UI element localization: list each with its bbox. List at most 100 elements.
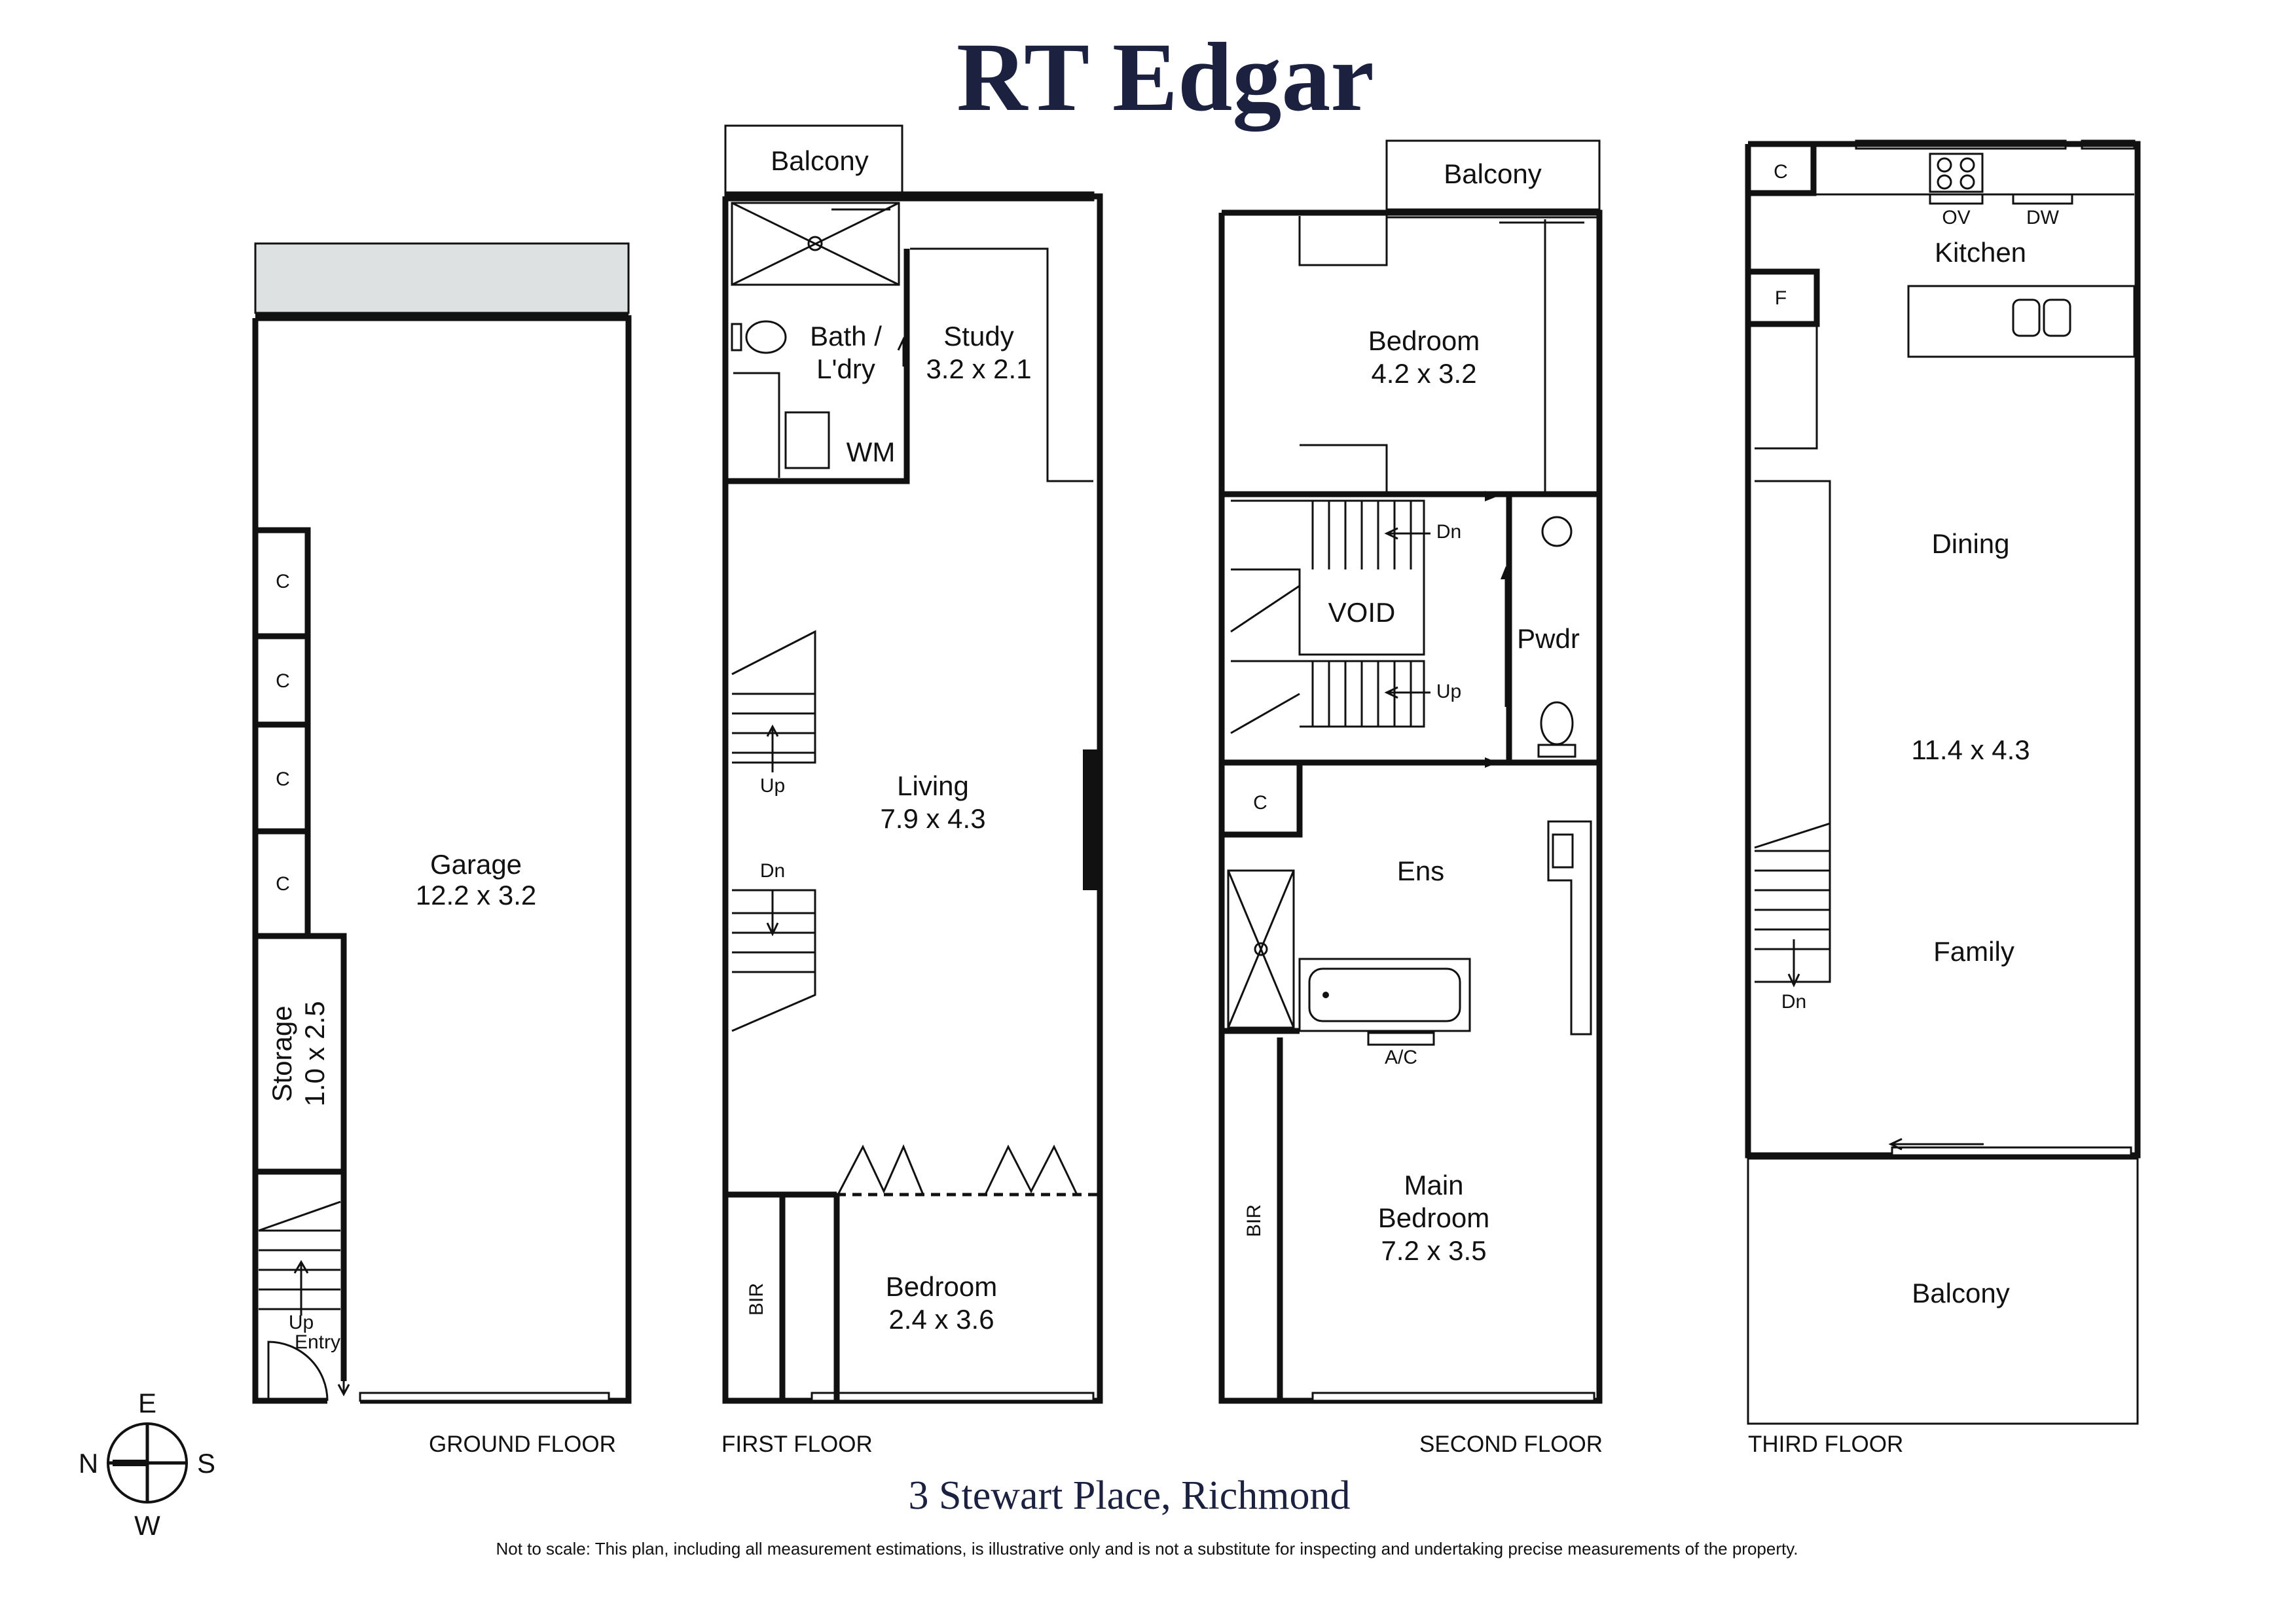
garage-dims: 12.2 x 3.2: [416, 880, 536, 910]
second-bedroom-dims: 4.2 x 3.2: [1371, 358, 1476, 389]
third-burner-2: [1959, 157, 1975, 173]
first-wm-label: WM: [847, 437, 896, 467]
first-bir-label: BIR: [746, 1283, 767, 1316]
first-fireplace: [1083, 749, 1100, 890]
second-dn-label: Dn: [1436, 521, 1461, 543]
third-kitchen-label: Kitchen: [1935, 237, 2026, 268]
first-living-label: Living: [897, 770, 969, 801]
ground-cupboard-2: C: [276, 670, 290, 692]
compass-north: N: [79, 1448, 98, 1479]
first-shower-cross: [731, 202, 900, 286]
third-cooktop: [1929, 153, 1984, 193]
ground-stairs-up: Up: [289, 1312, 314, 1333]
third-balcony-label: Balcony: [1912, 1278, 2009, 1308]
second-ens-bath-inner: [1308, 967, 1461, 1022]
first-stairs-dn-label: Dn: [760, 860, 785, 882]
first-bedroom-window: [811, 1392, 1095, 1402]
second-stair-top-treads: [1311, 501, 1412, 569]
first-toilet-cistern: [731, 323, 742, 351]
third-fridge-label: F: [1775, 287, 1787, 309]
ground-cupboard-1: C: [276, 571, 290, 592]
entry-door-swing: [267, 1341, 329, 1401]
first-bir-walls: [725, 1191, 837, 1401]
second-cupboard-walls: [1222, 763, 1303, 838]
second-bir-label: BIR: [1243, 1204, 1265, 1237]
first-washing-machine: [784, 411, 830, 469]
first-study-dims: 3.2 x 2.1: [926, 353, 1031, 384]
ground-floor: C C C C Garage 12.2 x 3.2 Storage 1.0 x …: [252, 242, 632, 1457]
second-ac-label: A/C: [1385, 1047, 1417, 1068]
compass: E N S W: [79, 1388, 215, 1541]
property-address: 3 Stewart Place, Richmond: [909, 1473, 1351, 1518]
first-shower: [731, 202, 900, 286]
entry-arrowhead: [337, 1384, 350, 1397]
first-living-dims: 7.9 x 4.3: [880, 803, 985, 834]
second-ens-vanity: [1547, 820, 1592, 1036]
ground-floor-label: GROUND FLOOR: [429, 1432, 616, 1457]
second-main-bedroom-line1: Main: [1404, 1170, 1463, 1200]
first-shower-drain: [807, 236, 823, 251]
third-balcony: [1747, 1157, 2139, 1425]
third-ov-label: OV: [1942, 207, 1970, 228]
third-stair-well: [1755, 480, 1831, 983]
first-bedroom-dims: 2.4 x 3.6: [888, 1304, 994, 1335]
third-sink-2: [2043, 298, 2071, 337]
first-floor: Balcony Bath / L'dry WM Study 3.2 x 2.1 …: [721, 124, 1103, 1457]
second-pwdr-arrowhead: [1501, 566, 1511, 579]
disclaimer-text: Not to scale: This plan, including all m…: [496, 1539, 1798, 1559]
storage-label: Storage: [266, 1005, 297, 1102]
brand-logo: RT Edgar: [957, 23, 1374, 132]
ground-stair-walls: [255, 1168, 347, 1381]
third-stair-arrowhead: [1787, 973, 1800, 988]
second-main-bedroom-dims: 7.2 x 3.5: [1381, 1235, 1486, 1266]
compass-south: S: [197, 1448, 215, 1479]
ground-stair-arrowhead: [293, 1260, 309, 1274]
third-cupboard-walls: [1748, 144, 1817, 196]
second-pwdr-basin: [1541, 516, 1573, 547]
first-stairs-up-label: Up: [760, 775, 785, 797]
third-oven: [1929, 193, 1984, 205]
second-stair-bottom-treads: [1311, 661, 1412, 727]
second-floor-label: SECOND FLOOR: [1419, 1432, 1603, 1457]
third-cupboard-label: C: [1774, 161, 1788, 183]
third-floor: C F OV DW Kitchen Dining 11.4 x 4.3 Fami…: [1745, 139, 2141, 1457]
third-dims: 11.4 x 4.3: [1911, 734, 2030, 765]
second-floor-outer-wall: [1218, 209, 1603, 1404]
second-dn-arrowhead: [1384, 527, 1398, 540]
ground-cupboard-4: C: [276, 873, 290, 895]
third-dining-label: Dining: [1931, 528, 2009, 559]
first-stair-up-arrowhead: [766, 724, 779, 737]
second-ens-shower: [1227, 869, 1295, 1029]
second-ens-shower-cross: [1227, 870, 1295, 1028]
second-up-label: Up: [1436, 681, 1461, 702]
third-balcony-door: [1891, 1146, 2132, 1157]
third-island-bench: [1907, 285, 2136, 358]
second-main-bedroom-window: [1311, 1392, 1595, 1402]
second-balcony-label: Balcony: [1444, 158, 1541, 189]
entry-label: Entry: [295, 1331, 340, 1353]
second-ens-basin: [1552, 833, 1574, 869]
second-main-bedroom-line2: Bedroom: [1378, 1202, 1489, 1233]
third-fridge-walls: [1748, 268, 1820, 327]
second-cupboard-label: C: [1253, 792, 1267, 814]
second-ens-door-arrowhead: [1485, 757, 1498, 768]
second-bedroom-door-arrowhead: [1485, 491, 1498, 501]
third-floor-outer-wall: [1745, 141, 2141, 1159]
compass-west: W: [134, 1510, 160, 1541]
first-bifold-door-1: [837, 1144, 924, 1195]
first-bath-label-line1: Bath /: [810, 321, 882, 351]
second-ens-label: Ens: [1397, 856, 1444, 886]
first-vanity-outline: [733, 372, 780, 478]
second-bedroom-label: Bedroom: [1368, 325, 1480, 356]
second-pwdr-label: Pwdr: [1517, 623, 1580, 654]
second-ens-shower-drain: [1254, 942, 1268, 956]
third-balcony-slider-arrowhead: [1888, 1138, 1903, 1151]
first-floor-outer-wall: [722, 193, 1103, 1404]
first-stair-up-treads: [732, 693, 815, 754]
first-study-label: Study: [943, 321, 1013, 351]
first-toilet: [745, 320, 787, 354]
ground-floor-roof-area: [254, 242, 630, 314]
first-floor-label: FIRST FLOOR: [721, 1432, 873, 1457]
first-balcony-label: Balcony: [771, 145, 868, 176]
